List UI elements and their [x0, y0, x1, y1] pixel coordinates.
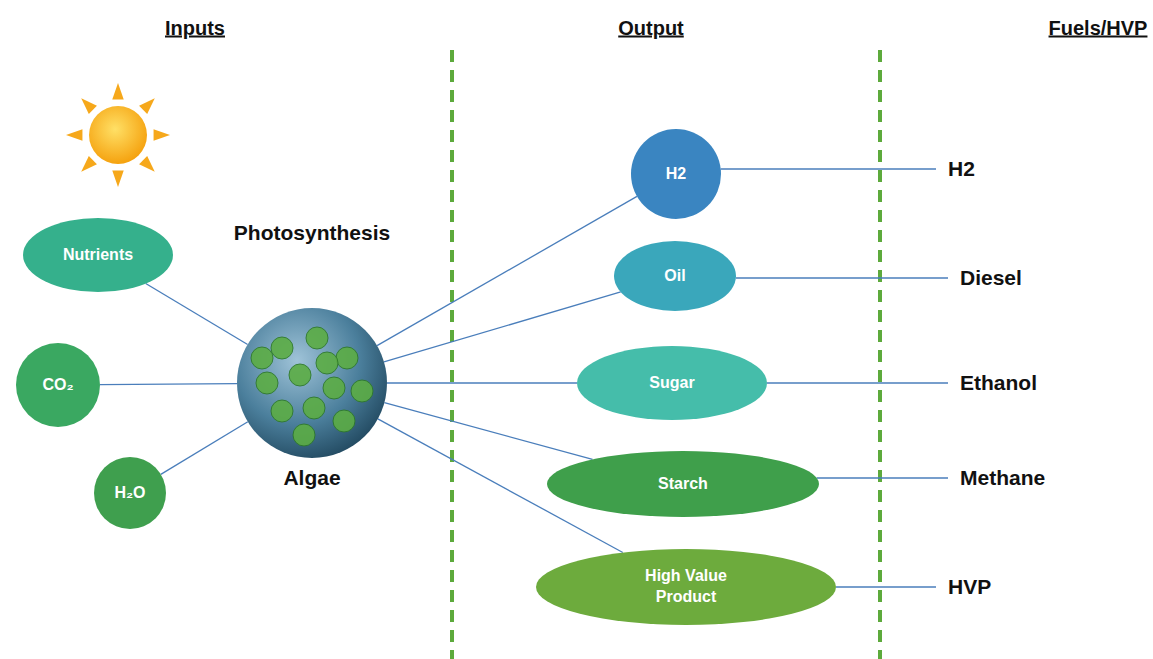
connector-line: [100, 384, 237, 385]
output-ellipse: Sugar: [577, 346, 767, 420]
node-text: Nutrients: [63, 245, 133, 266]
node-outline: [237, 308, 387, 458]
leader-line: [767, 382, 948, 383]
column-heading: Fuels/HVP: [1049, 17, 1148, 40]
connector-line: [384, 292, 621, 362]
connector-line: [387, 382, 577, 383]
fuel-label: Diesel: [960, 266, 1022, 290]
divider-line: [878, 50, 882, 659]
connector-line: [146, 284, 248, 345]
node-text: Starch: [658, 474, 708, 495]
fuel-label: HVP: [948, 575, 991, 599]
connector-line: [377, 196, 637, 345]
output-ellipse: High Value Product: [536, 549, 836, 625]
leader-line: [817, 477, 948, 478]
output-ellipse: Starch: [547, 451, 819, 517]
connector-line: [384, 403, 592, 460]
input-circle: H₂O: [94, 457, 166, 529]
divider-line: [450, 50, 454, 659]
node-outline: [536, 549, 836, 625]
leader-line: [836, 586, 936, 587]
output-circle: H2: [631, 129, 721, 219]
node-label: Algae: [283, 466, 340, 490]
node-text: H₂O: [114, 483, 145, 504]
leader-line: [736, 277, 948, 278]
input-circle: CO₂: [16, 343, 100, 427]
node-text: H2: [666, 164, 686, 185]
column-heading: Inputs: [165, 17, 225, 40]
fuel-label: H2: [948, 157, 975, 181]
fuel-label: Methane: [960, 466, 1045, 490]
output-ellipse: Oil: [614, 241, 736, 311]
process-title: Photosynthesis: [234, 221, 390, 245]
column-heading: Output: [618, 17, 684, 40]
input-ellipse: Nutrients: [23, 218, 173, 292]
sun-icon: [66, 83, 170, 187]
algae-cell: PhotosynthesisAlgae: [237, 308, 387, 458]
leader-line: [721, 168, 936, 169]
connector-line: [161, 422, 248, 475]
node-text: CO₂: [42, 375, 73, 396]
fuel-label: Ethanol: [960, 371, 1037, 395]
node-text: High Value Product: [626, 566, 746, 608]
node-text: Sugar: [649, 373, 694, 394]
node-text: Oil: [664, 266, 685, 287]
